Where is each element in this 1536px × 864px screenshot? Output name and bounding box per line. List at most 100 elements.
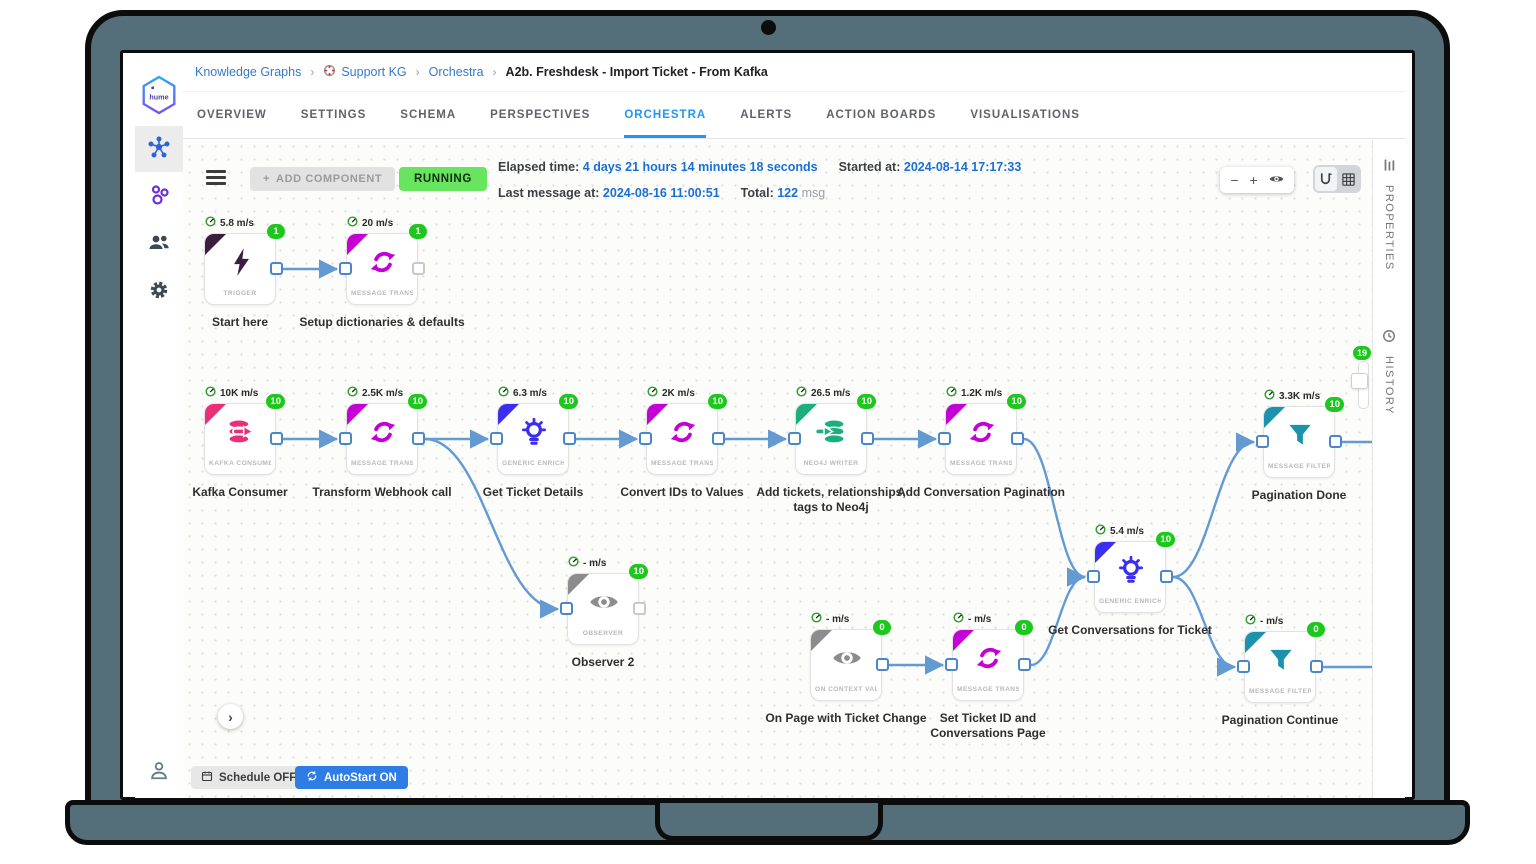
input-port[interactable] bbox=[1087, 570, 1100, 583]
output-port[interactable] bbox=[633, 602, 646, 615]
node-card[interactable]: OBSERVER bbox=[567, 573, 639, 645]
snap-magnet-button[interactable] bbox=[1315, 167, 1337, 191]
flow-canvas[interactable]: + ADD COMPONENT RUNNING Elapsed time: 4 … bbox=[183, 140, 1372, 798]
gauge-icon bbox=[347, 216, 358, 230]
add-component-button[interactable]: + ADD COMPONENT bbox=[250, 167, 396, 191]
fit-view-eye-icon[interactable] bbox=[1269, 173, 1284, 187]
input-port[interactable] bbox=[490, 432, 503, 445]
input-port[interactable] bbox=[560, 602, 573, 615]
tab-orchestra[interactable]: ORCHESTRA bbox=[624, 92, 707, 138]
output-port[interactable] bbox=[270, 432, 283, 445]
sidebar-item-users[interactable] bbox=[135, 221, 183, 267]
hume-logo[interactable]: hume bbox=[141, 75, 177, 115]
input-port[interactable] bbox=[639, 432, 652, 445]
node-card[interactable]: MESSAGE TRANSF bbox=[945, 403, 1017, 475]
offscreen-node-port[interactable] bbox=[1351, 373, 1368, 389]
tab-visualisations[interactable]: VISUALISATIONS bbox=[970, 109, 1080, 121]
output-port[interactable] bbox=[563, 432, 576, 445]
output-port[interactable] bbox=[1160, 570, 1173, 583]
edge-getconvs-to-pagdone bbox=[1172, 432, 1256, 579]
webcam-dot bbox=[761, 20, 776, 35]
output-port[interactable] bbox=[712, 432, 725, 445]
support-kg-icon bbox=[323, 64, 336, 80]
tab-alerts[interactable]: ALERTS bbox=[740, 109, 793, 121]
started-value: 2024-08-14 17:17:33 bbox=[903, 160, 1022, 174]
output-port[interactable] bbox=[1329, 435, 1342, 448]
node-rate: 26.5 m/s bbox=[796, 386, 850, 400]
sidebar-item-orchestra[interactable] bbox=[135, 126, 183, 172]
tab-schema[interactable]: SCHEMA bbox=[400, 109, 457, 121]
node-card[interactable]: MESSAGE TRANSF bbox=[346, 403, 418, 475]
output-port[interactable] bbox=[412, 262, 425, 275]
node-card[interactable]: MESSAGE TRANSF bbox=[346, 233, 418, 305]
input-port[interactable] bbox=[788, 432, 801, 445]
laptop-base-notch bbox=[655, 803, 883, 841]
node-card[interactable]: MESSAGE TRANSF bbox=[646, 403, 718, 475]
tab-settings[interactable]: SETTINGS bbox=[300, 109, 367, 121]
history-panel-tab[interactable]: HISTORY bbox=[1382, 329, 1396, 415]
grid-button[interactable] bbox=[1338, 167, 1360, 191]
flow-edges bbox=[283, 259, 1372, 677]
sidebar-item-settings[interactable] bbox=[135, 269, 183, 315]
breadcrumb-link-knowledge-graphs[interactable]: Knowledge Graphs bbox=[195, 65, 302, 79]
breadcrumb-link-support-kg[interactable]: Support KG bbox=[323, 64, 407, 80]
output-port[interactable] bbox=[876, 658, 889, 671]
zoom-in-button[interactable]: + bbox=[1249, 172, 1258, 188]
node-card[interactable]: GENERIC ENRICHE bbox=[1094, 541, 1166, 613]
input-port[interactable] bbox=[945, 658, 958, 671]
tab-action-boards[interactable]: ACTION BOARDS bbox=[826, 109, 937, 121]
zoom-out-button[interactable]: − bbox=[1230, 172, 1239, 188]
gauge-icon bbox=[1264, 389, 1275, 403]
node-card[interactable]: NEO4J WRITER bbox=[795, 403, 867, 475]
cycle-icon bbox=[366, 245, 400, 279]
menu-icon[interactable] bbox=[206, 170, 226, 185]
gauge-icon bbox=[953, 612, 964, 626]
output-port[interactable] bbox=[1011, 432, 1024, 445]
node-card[interactable]: KAFKA CONSUMER bbox=[204, 403, 276, 475]
node-card[interactable]: MESSAGE FILTER bbox=[1244, 631, 1316, 703]
schedule-toggle-button[interactable]: Schedule OFF bbox=[191, 766, 307, 789]
expand-sidebar-button[interactable]: › bbox=[218, 704, 243, 729]
node-card[interactable]: ON CONTEXT VALI bbox=[810, 629, 882, 701]
autostart-toggle-button[interactable]: AutoStart ON bbox=[295, 766, 408, 789]
node-card[interactable]: MESSAGE TRANSF bbox=[952, 629, 1024, 701]
running-status-button[interactable]: RUNNING bbox=[399, 167, 487, 191]
output-port[interactable] bbox=[861, 432, 874, 445]
tab-overview[interactable]: OVERVIEW bbox=[197, 109, 267, 121]
output-port[interactable] bbox=[412, 432, 425, 445]
node-type: MESSAGE TRANSF bbox=[351, 290, 413, 297]
output-port[interactable] bbox=[1310, 660, 1323, 673]
sidebar-item-clusters[interactable] bbox=[135, 174, 183, 220]
breadcrumb-link-orchestra[interactable]: Orchestra bbox=[428, 65, 484, 79]
node-card[interactable]: GENERIC ENRICHE bbox=[497, 403, 569, 475]
output-port[interactable] bbox=[1018, 658, 1031, 671]
properties-panel-tab[interactable]: PROPERTIES bbox=[1382, 158, 1396, 271]
tab-perspectives[interactable]: PERSPECTIVES bbox=[490, 109, 591, 121]
tune-icon bbox=[1382, 158, 1396, 177]
node-card[interactable]: MESSAGE FILTER bbox=[1263, 406, 1335, 478]
node-rate: 20 m/s bbox=[347, 216, 393, 230]
input-port[interactable] bbox=[1237, 660, 1250, 673]
input-port[interactable] bbox=[1256, 435, 1269, 448]
node-card[interactable]: TRIGGER bbox=[204, 233, 276, 305]
input-port[interactable] bbox=[339, 262, 352, 275]
output-port[interactable] bbox=[270, 262, 283, 275]
account-icon[interactable] bbox=[148, 758, 170, 787]
input-port[interactable] bbox=[938, 432, 951, 445]
input-port[interactable] bbox=[339, 432, 352, 445]
